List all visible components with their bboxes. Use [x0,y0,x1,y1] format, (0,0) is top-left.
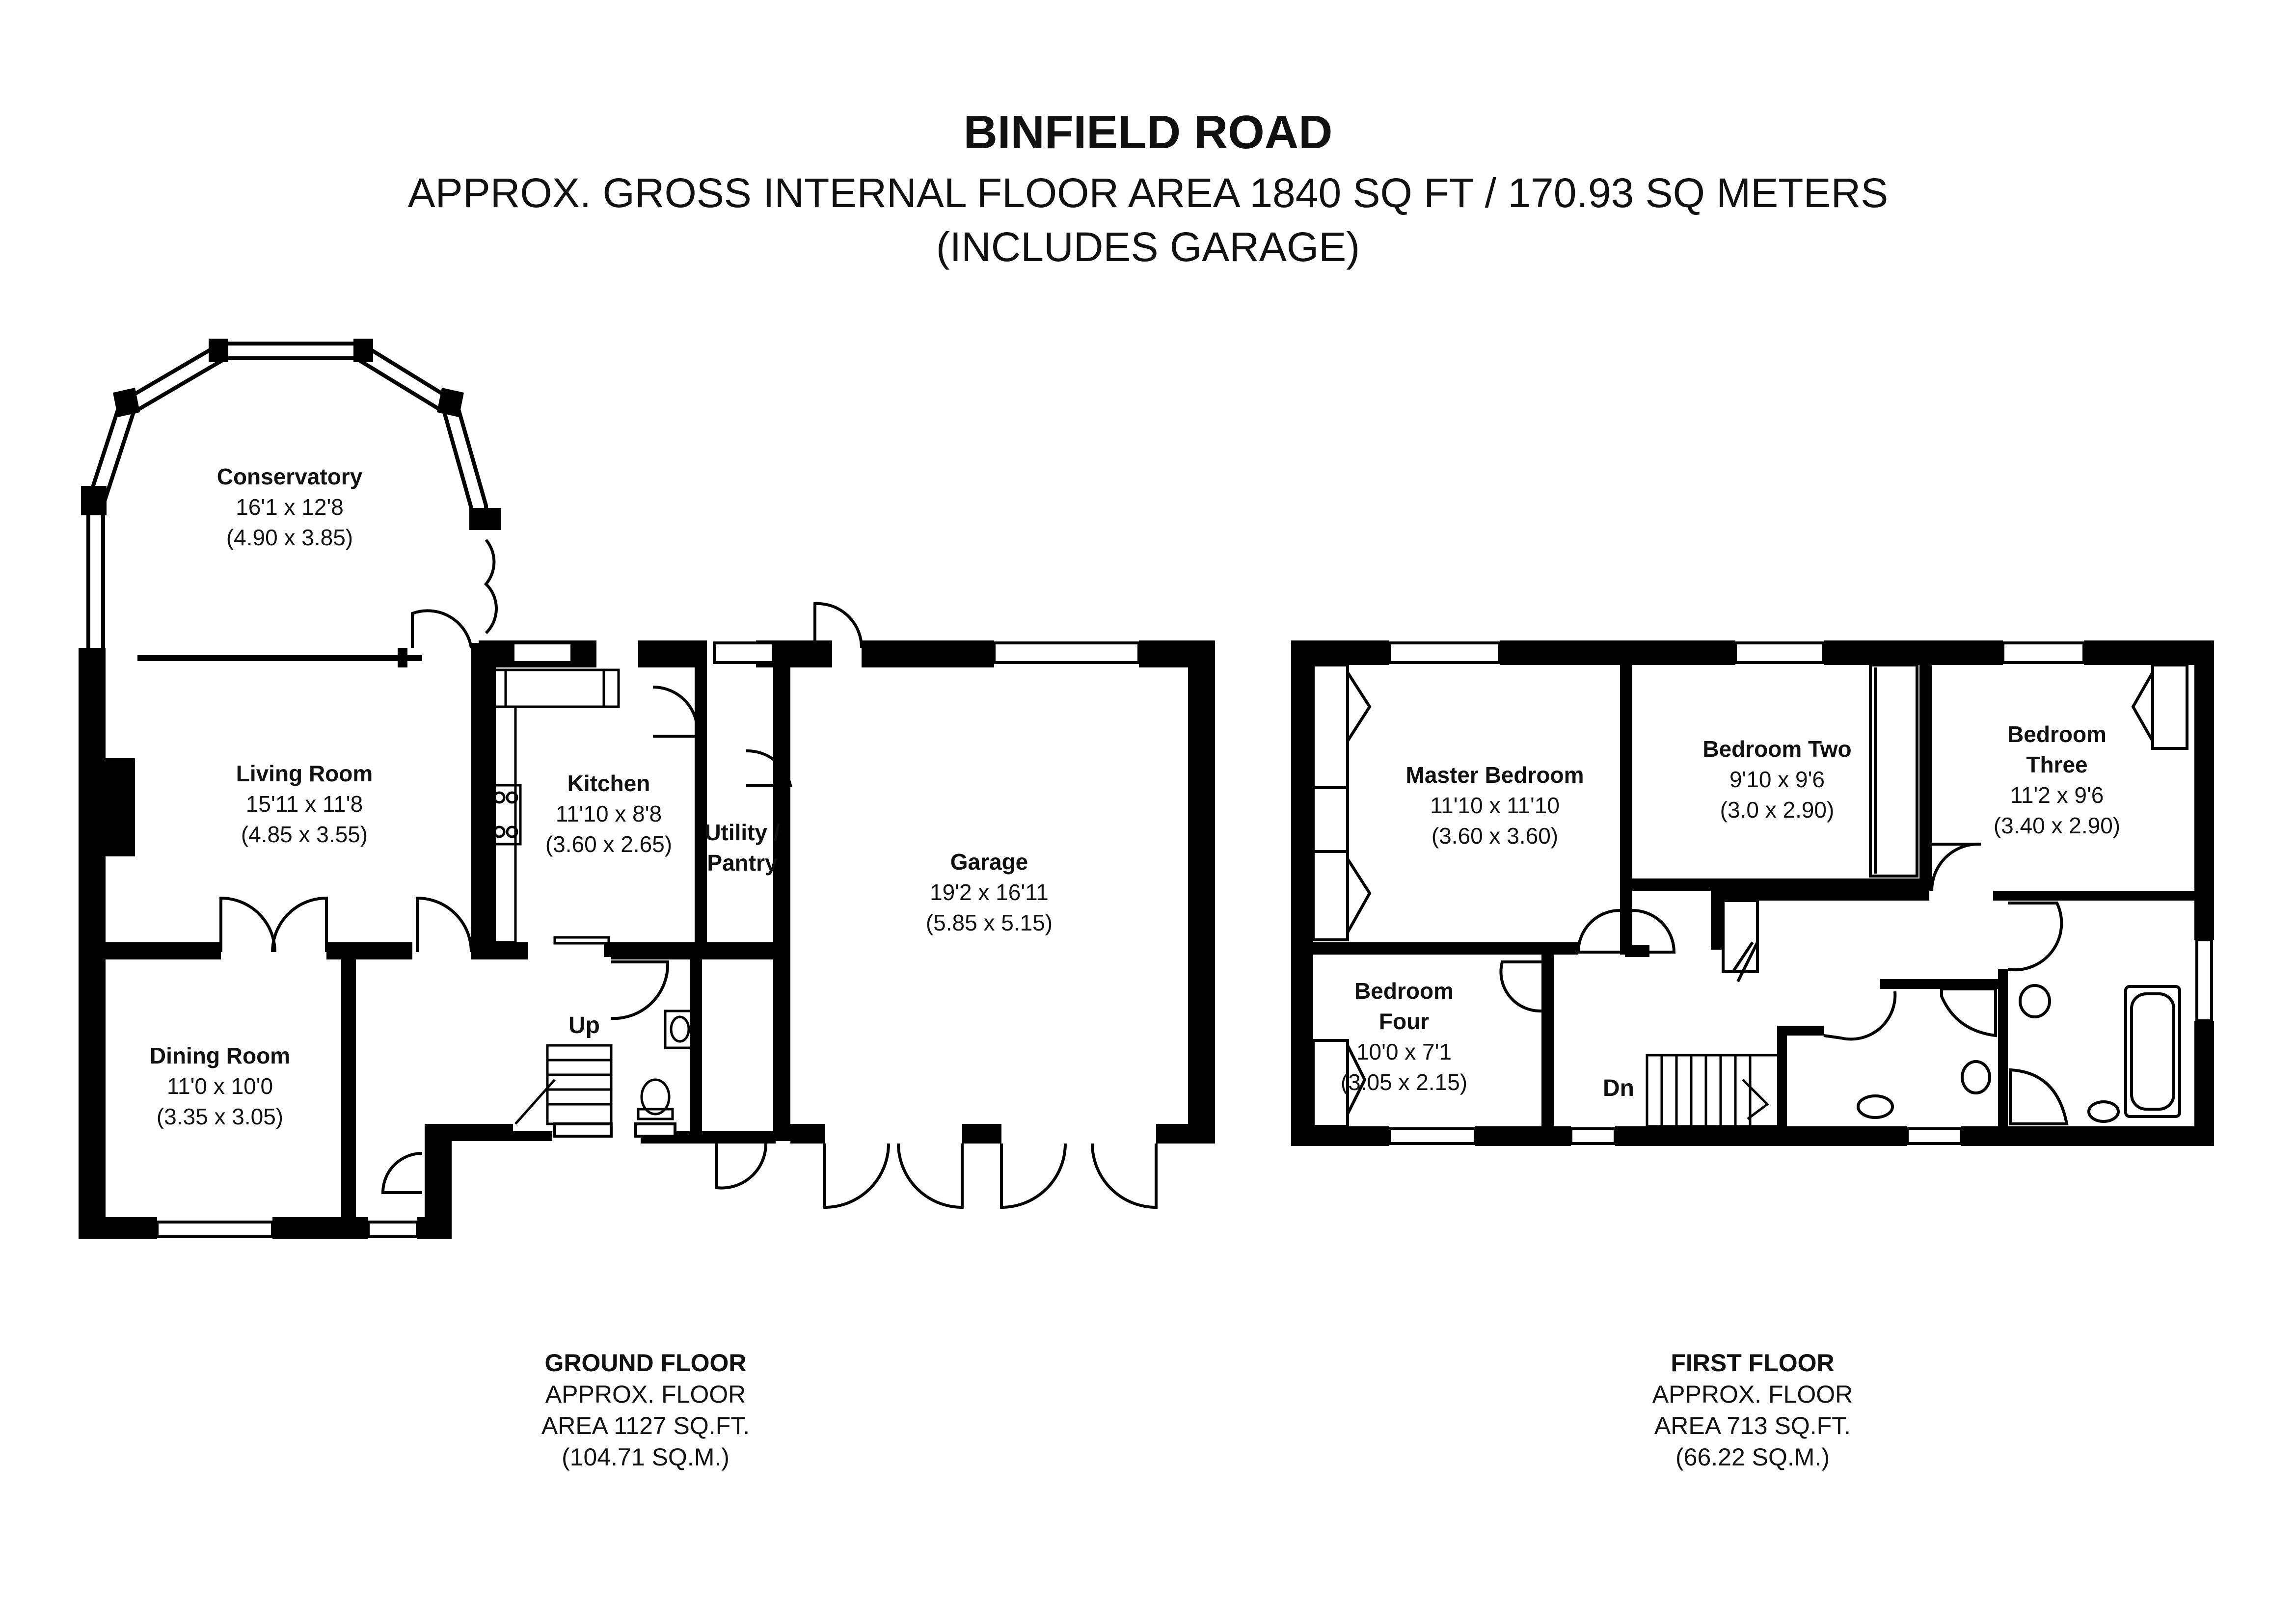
garage-note: (INCLUDES GARAGE) [936,224,1360,270]
first-floor-fittings [1312,664,2188,1128]
room-label-bedroom-four: Bedroom Four 10'0 x 7'1 (3.05 x 2.15) [1340,978,1468,1095]
ground-floor-walls [79,339,1215,1239]
first-floor-caption: FIRST FLOOR APPROX. FLOOR AREA 713 SQ.FT… [1652,1349,1853,1471]
page-title: BINFIELD ROAD [963,106,1333,159]
room-label-garage: Garage 19'2 x 16'11 (5.85 x 5.15) [925,849,1053,935]
room-label-kitchen: Kitchen 11'10 x 8'8 (3.60 x 2.65) [545,771,673,857]
shower-icon [1940,987,1997,1038]
toilet-icon [637,1078,674,1120]
floor-area-subtitle: APPROX. GROSS INTERNAL FLOOR AREA 1840 S… [407,170,1889,216]
sink-icon [504,668,605,708]
basin-icon [664,1010,694,1049]
stairs-icon [514,1044,613,1125]
room-label-living-room: Living Room 15'11 x 11'8 (4.85 x 3.55) [236,761,373,847]
first-floor-windows [1388,641,2213,1145]
stairs-up-label: Up [568,1012,600,1038]
stairs-down-label: Dn [1603,1075,1634,1101]
room-label-conservatory: Conservatory 16'1 x 12'8 (4.90 x 3.85) [216,464,363,550]
hob-icon [489,784,522,846]
bath-icon [2124,985,2181,1118]
room-label-dining-room: Dining Room 11'0 x 10'0 (3.35 x 3.05) [149,1043,291,1129]
ground-floor-caption: GROUND FLOOR APPROX. FLOOR AREA 1127 SQ.… [541,1349,750,1471]
stairs-icon [1646,1054,1781,1128]
kitchen-fittings [489,668,620,945]
room-label-utility-pantry: Utility / Pantry [704,820,780,876]
ground-floor-windows [156,641,1140,1238]
room-label-bedroom-two: Bedroom Two 9'10 x 9'6 (3.0 x 2.90) [1702,736,1852,823]
door-swing-icon [219,539,1158,1209]
conservatory-outline [86,342,488,648]
room-label-master-bedroom: Master Bedroom 11'10 x 11'10 (3.60 x 3.6… [1405,762,1584,849]
room-label-bedroom-three: Bedroom Three 11'2 x 9'6 (3.40 x 2.90) [1993,721,2121,838]
